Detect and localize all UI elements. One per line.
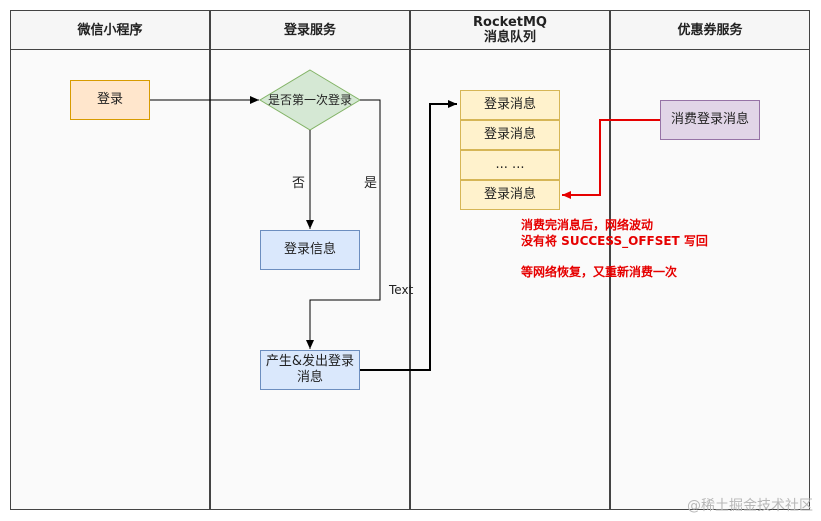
annotation-line-2: 没有将 SUCCESS_OFFSET 写回 [521, 234, 708, 248]
edge-produce-to-queue [360, 100, 457, 371]
login-node: 登录 [70, 80, 150, 120]
lane-coupon-service: 优惠券服务 [610, 10, 810, 510]
edge-consume-to-queue [562, 119, 660, 199]
annotation-line-3: 等网络恢复，又重新消费一次 [521, 265, 678, 279]
lane-title-login-service: 登录服务 [211, 11, 409, 50]
produce-send-node: 产生&发出登录 消息 [260, 350, 360, 390]
lane-title-wechat: 微信小程序 [11, 11, 209, 50]
login-info-node: 登录信息 [260, 230, 360, 270]
message-queue: 登录消息 登录消息 ... ... 登录消息 [460, 90, 560, 210]
edge-label-text: Text [389, 283, 414, 297]
lane-title-coupon-service: 优惠券服务 [611, 11, 809, 50]
edge-label-yes: 是 [364, 176, 378, 191]
queue-item: 登录消息 [460, 90, 560, 120]
annotation-line-1: 消费完消息后，网络波动 [521, 218, 654, 232]
watermark: @稀土掘金技术社区 [687, 498, 813, 514]
lane-title-rocketmq: RocketMQ 消息队列 [411, 11, 609, 50]
edge-decision-to-produce [306, 99, 381, 349]
first-login-decision-label: 是否第一次登录 [267, 93, 352, 107]
lane-rocketmq: RocketMQ 消息队列 [410, 10, 610, 510]
edge-label-no: 否 [292, 176, 306, 191]
queue-item: 登录消息 [460, 120, 560, 150]
queue-item: 登录消息 [460, 180, 560, 210]
lane-login-service: 登录服务 [210, 10, 410, 510]
queue-item-ellipsis: ... ... [460, 150, 560, 180]
consume-login-node: 消费登录消息 [660, 100, 760, 140]
